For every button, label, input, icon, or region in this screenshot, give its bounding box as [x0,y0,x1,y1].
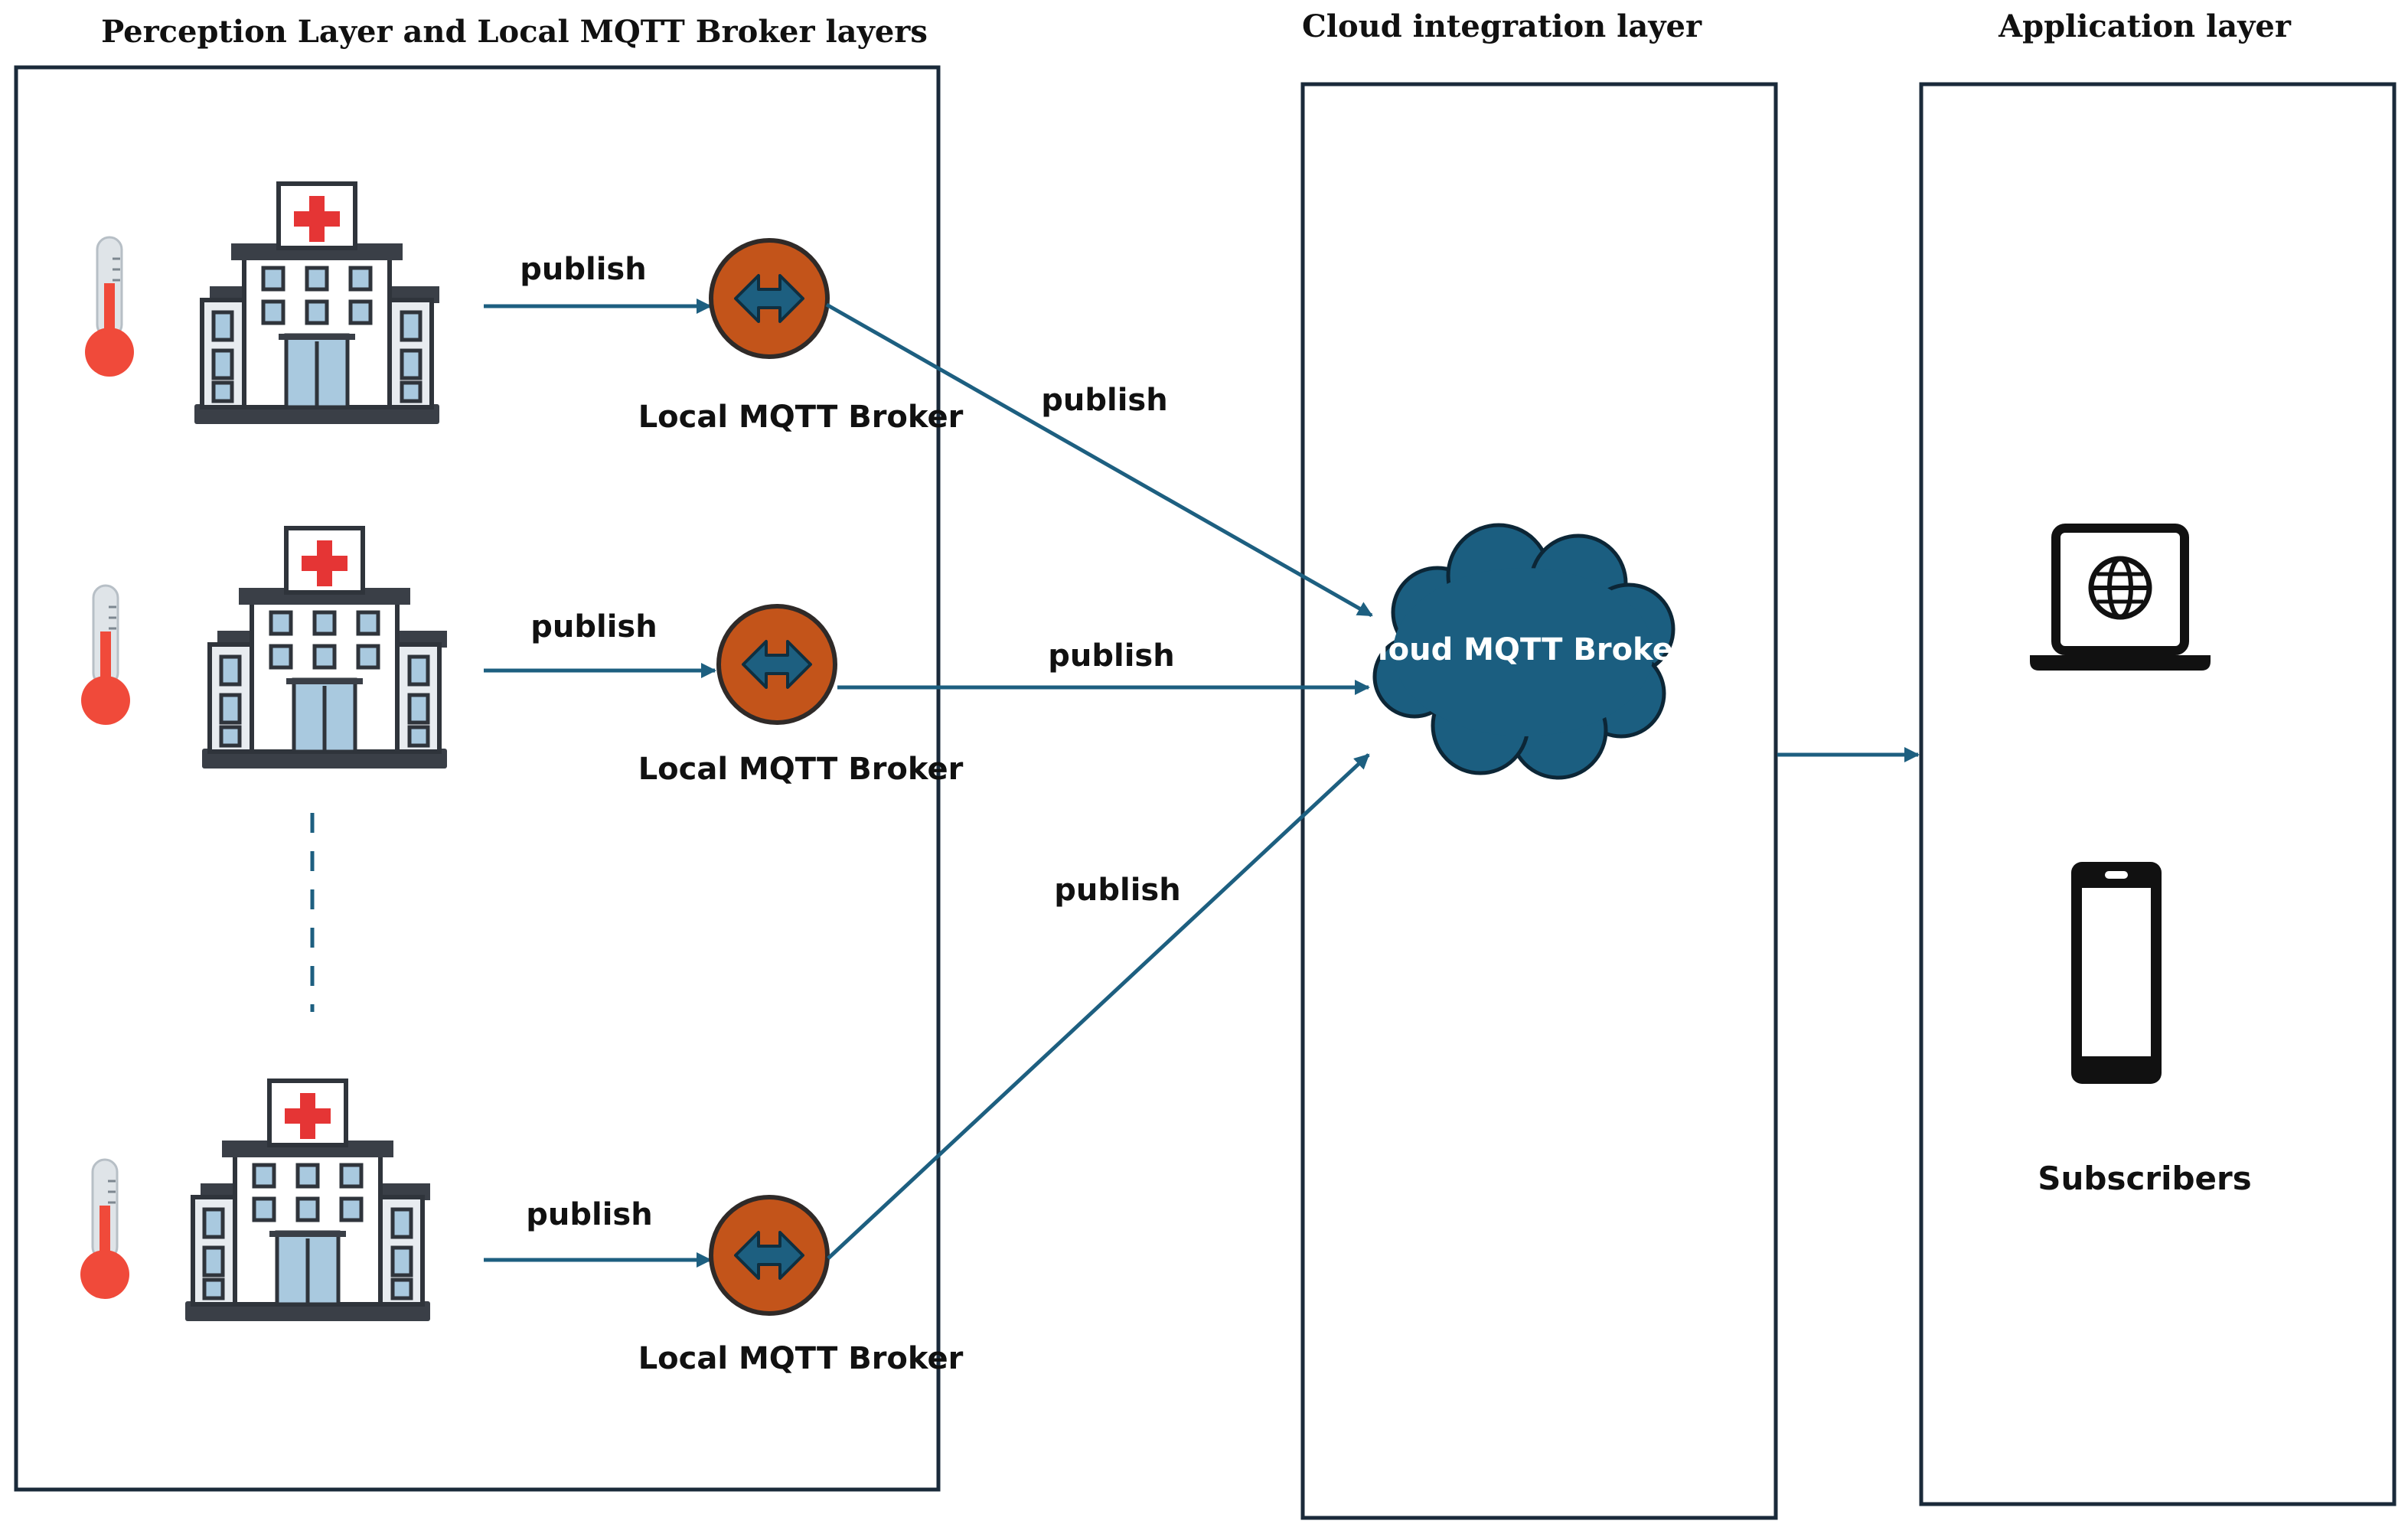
application-layer-title: Application layer [1998,8,2292,44]
publish-label: publish [530,609,657,644]
uplink-publish-label: publish [1048,638,1174,674]
hospital-icon [202,528,447,768]
broker-exchange-icon [711,1197,827,1313]
application-layer-frame [1919,82,2397,1506]
site-1: publish Local MQTT Broker [83,184,964,435]
uplink-publish-label: publish [1054,873,1180,908]
uplink-publish-label: publish [1041,383,1167,418]
thermometer-icon [80,584,132,726]
uplink-arrow-1 [825,302,1373,618]
broker-exchange-icon [719,606,835,723]
thermometer-icon [79,1158,131,1300]
cloud-layer-title: Cloud integration layer [1302,8,1702,44]
site-2: publish Local MQTT Broker [80,528,964,787]
cloud-broker-label: Cloud MQTT Broker [1356,632,1689,667]
local-broker-label: Local MQTT Broker [638,752,964,787]
site-3: publish Local MQTT Broker [79,1081,964,1376]
hospital-icon [185,1081,430,1321]
hospital-icon [194,184,439,424]
thermometer-icon [83,236,135,378]
local-broker-label: Local MQTT Broker [638,400,964,435]
uplink-arrow-3 [827,753,1370,1260]
cloud-layer-frame [1300,82,1778,1520]
perception-layer-frame [14,65,941,1492]
perception-layer-title: Perception Layer and Local MQTT Broker l… [101,14,928,50]
publish-label: publish [526,1197,652,1232]
publish-label: publish [520,252,646,287]
broker-exchange-icon [711,240,827,357]
smartphone-icon [2071,862,2162,1084]
local-broker-label: Local MQTT Broker [638,1341,964,1376]
laptop-globe-icon [2030,524,2211,671]
subscribers-label: Subscribers [2038,1160,2251,1197]
cloud-broker: Cloud MQTT Broker [1356,523,1689,780]
